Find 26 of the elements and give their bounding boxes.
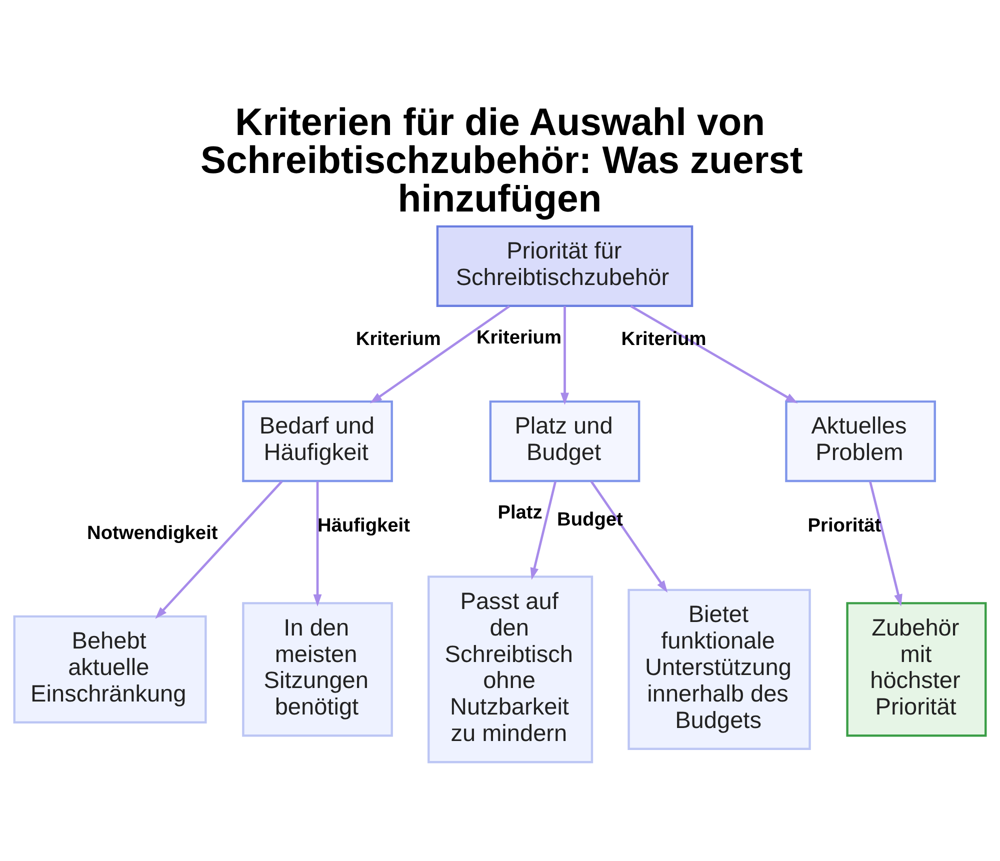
edge-label: Kriterium (621, 328, 706, 350)
node-box: Aktuelles Problem (785, 400, 936, 482)
arrow (560, 306, 569, 404)
edge-label: Kriterium (356, 328, 441, 350)
arrow (530, 480, 557, 580)
diagram-title: Kriterien für die Auswahl von Schreibtischzubehör: Was zuerst hinzufügen (200, 100, 803, 220)
edge-label: Notwendigkeit (87, 522, 218, 544)
edge-label: Priorität (808, 515, 882, 536)
node-box: Behebt aktuelle Einschränkung (13, 614, 207, 723)
arrow (869, 480, 902, 606)
edge-label: Budget (557, 509, 623, 530)
arrow (590, 480, 668, 592)
edge-label: Platz (498, 502, 542, 523)
node-box: Passt auf den Schreibtisch ohne Nutzbarkeit zu mindern (428, 575, 594, 763)
arrow (155, 480, 283, 618)
node-box: Platz und Budget (489, 400, 640, 482)
node-box: In den meisten Sitzungen benötigt (242, 602, 393, 736)
arrow (630, 304, 798, 403)
arrow (313, 480, 322, 606)
arrow (370, 304, 510, 403)
edge-label: Häufigkeit (318, 515, 410, 536)
node-box: Bietet funktionale Unterstützung innerhalb des Budgets (628, 588, 811, 750)
node-box: Priorität für Schreibtischzubehör (436, 224, 694, 307)
node-box: Bedarf und Häufigkeit (242, 400, 393, 482)
edge-label: Kriterium (476, 326, 562, 348)
node-box: Zubehör mit höchster Priorität (846, 602, 987, 736)
